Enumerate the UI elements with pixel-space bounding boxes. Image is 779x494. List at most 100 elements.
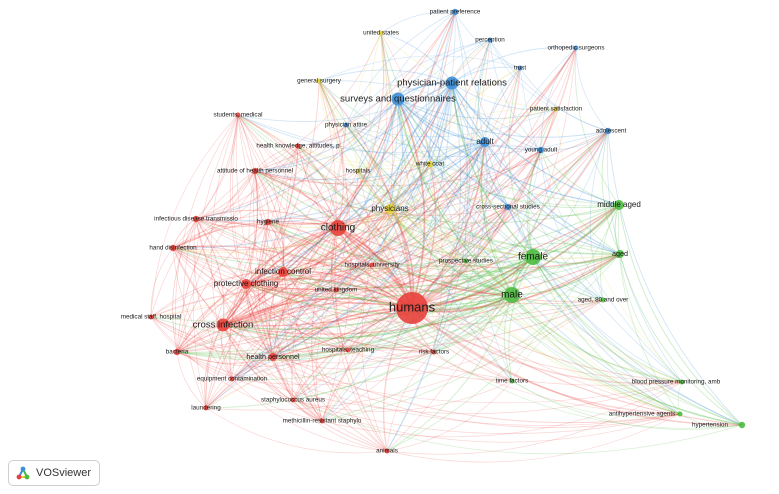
label-perception[interactable]: perception: [475, 37, 505, 44]
label-bacteria[interactable]: bacteria: [166, 349, 189, 356]
label-cross-sectional-studies[interactable]: cross-sectional studies: [476, 204, 540, 211]
label-laundering[interactable]: laundering: [191, 405, 221, 412]
node-adult[interactable]: [480, 137, 490, 147]
label-hospitals-teaching[interactable]: hospitals, teaching: [322, 347, 375, 354]
node-protective-clothing[interactable]: [241, 279, 251, 289]
label-hospitals[interactable]: hospitals: [346, 168, 371, 175]
label-trust[interactable]: trust: [514, 65, 526, 72]
label-time-factors[interactable]: time factors: [496, 378, 529, 385]
label-aged-80-and-over[interactable]: aged, 80 and over: [578, 297, 629, 304]
node-health-personnel[interactable]: [269, 353, 277, 361]
label-hand-disinfection[interactable]: hand disinfection: [149, 245, 197, 252]
node-cross-infection[interactable]: [216, 318, 230, 332]
node-hypertension[interactable]: [738, 421, 746, 429]
node-antihypertensive-agents[interactable]: [677, 411, 683, 417]
node-hospitals[interactable]: [355, 168, 361, 174]
node-hospitals-university[interactable]: [369, 262, 375, 268]
label-surveys-and-questionnaires[interactable]: surveys and questionnaires: [340, 94, 456, 105]
label-animals[interactable]: animals: [376, 448, 398, 455]
label-health-personnel[interactable]: health personnel: [246, 352, 300, 361]
node-students-medical[interactable]: [235, 112, 241, 118]
label-medical-staff-hospital[interactable]: medical staff, hospital: [121, 314, 181, 321]
node-cross-sectional-studies[interactable]: [504, 203, 512, 211]
node-risk-factors[interactable]: [431, 349, 437, 355]
node-laundering[interactable]: [203, 405, 209, 411]
label-hypertension[interactable]: hypertension: [692, 422, 729, 429]
label-staphylococcus-aureus[interactable]: staphylococcus aureus: [261, 397, 325, 404]
label-infectious-disease-transmissio[interactable]: infectious disease transmissio: [154, 216, 238, 223]
label-patient-preference[interactable]: patient preference: [430, 9, 481, 16]
label-orthopedic-surgeons[interactable]: orthopedic surgeons: [547, 45, 604, 52]
node-orthopedic-surgeons[interactable]: [573, 45, 579, 51]
label-united-kingdom[interactable]: united kingdom: [315, 287, 358, 294]
node-medical-staff-hospital[interactable]: [148, 314, 154, 320]
label-physician-attire[interactable]: physician attire: [325, 122, 367, 129]
node-aged[interactable]: [616, 250, 624, 258]
vosviewer-logo[interactable]: VOSviewer: [8, 460, 101, 486]
label-aged[interactable]: aged: [612, 249, 628, 258]
label-male[interactable]: male: [501, 290, 523, 301]
node-perception[interactable]: [487, 37, 493, 43]
node-infection-control[interactable]: [278, 267, 288, 277]
label-hygiene[interactable]: hygiene: [257, 219, 280, 226]
label-blood-pressure-monitoring-amb[interactable]: blood pressure monitoring, amb: [632, 379, 721, 386]
node-trust[interactable]: [517, 65, 523, 71]
label-infection-control[interactable]: infection control: [255, 267, 311, 276]
node-female[interactable]: [525, 249, 541, 265]
node-general-surgery[interactable]: [316, 78, 322, 84]
label-general-surgery[interactable]: general surgery: [297, 78, 342, 85]
label-students-medical[interactable]: students, medical: [213, 112, 262, 119]
label-adolescent[interactable]: adolescent: [596, 128, 627, 135]
node-animals[interactable]: [384, 448, 390, 454]
node-time-factors[interactable]: [509, 378, 515, 384]
node-equipment-contamination[interactable]: [229, 376, 235, 382]
label-white-coat[interactable]: white coat: [415, 161, 445, 168]
node-physicians[interactable]: [385, 204, 395, 214]
label-risk-factors[interactable]: risk factors: [419, 349, 449, 356]
node-methicillin-resistant-staphylo[interactable]: [319, 418, 325, 424]
label-methicillin-resistant-staphylo[interactable]: methicillin-resistant staphylo: [283, 418, 362, 425]
node-united-kingdom[interactable]: [333, 287, 339, 293]
node-surveys-and-questionnaires[interactable]: [391, 92, 405, 106]
node-infectious-disease-transmissio[interactable]: [192, 215, 200, 223]
node-humans[interactable]: [396, 292, 428, 324]
label-patient-satisfaction[interactable]: patient satisfaction: [530, 106, 583, 113]
node-prospective-studies[interactable]: [463, 258, 469, 264]
label-antihypertensive-agents[interactable]: antihypertensive agents: [609, 411, 676, 418]
label-young-adult[interactable]: young adult: [525, 147, 558, 154]
node-physician-patient-relations[interactable]: [445, 76, 459, 90]
label-prospective-studies[interactable]: prospective studies: [439, 258, 493, 265]
node-clothing[interactable]: [330, 220, 346, 236]
node-bacteria[interactable]: [173, 348, 181, 356]
node-male[interactable]: [504, 287, 520, 303]
node-patient-satisfaction[interactable]: [553, 106, 559, 112]
label-united-states[interactable]: united states: [363, 30, 399, 37]
label-physicians[interactable]: physicians: [371, 204, 408, 213]
node-patient-preference[interactable]: [451, 8, 459, 16]
node-staphylococcus-aureus[interactable]: [290, 397, 296, 403]
node-health-knowledge-attitudes-p[interactable]: [295, 143, 301, 149]
node-blood-pressure-monitoring-amb[interactable]: [679, 379, 685, 385]
label-female[interactable]: female: [518, 252, 548, 263]
node-attitude-of-health-personnel[interactable]: [251, 167, 259, 175]
label-humans[interactable]: humans: [389, 299, 436, 314]
label-adult[interactable]: adult: [476, 137, 494, 146]
node-physician-attire[interactable]: [343, 122, 349, 128]
node-young-adult[interactable]: [537, 146, 545, 154]
node-hand-disinfection[interactable]: [169, 244, 177, 252]
label-cross-infection[interactable]: cross infection: [193, 320, 254, 331]
label-protective-clothing[interactable]: protective clothing: [214, 279, 278, 288]
node-middle-aged[interactable]: [614, 200, 624, 210]
node-hygiene[interactable]: [264, 218, 272, 226]
node-aged-80-and-over[interactable]: [600, 297, 606, 303]
node-hospitals-teaching[interactable]: [345, 347, 351, 353]
label-attitude-of-health-personnel[interactable]: attitude of health personnel: [217, 168, 293, 175]
label-hospitals-university[interactable]: hospitals, university: [345, 262, 401, 269]
label-clothing[interactable]: clothing: [321, 223, 355, 234]
label-middle-aged[interactable]: middle aged: [597, 200, 641, 209]
node-united-states[interactable]: [378, 30, 384, 36]
label-equipment-contamination[interactable]: equipment contamination: [197, 376, 268, 383]
node-adolescent[interactable]: [604, 127, 612, 135]
node-white-coat[interactable]: [426, 160, 434, 168]
